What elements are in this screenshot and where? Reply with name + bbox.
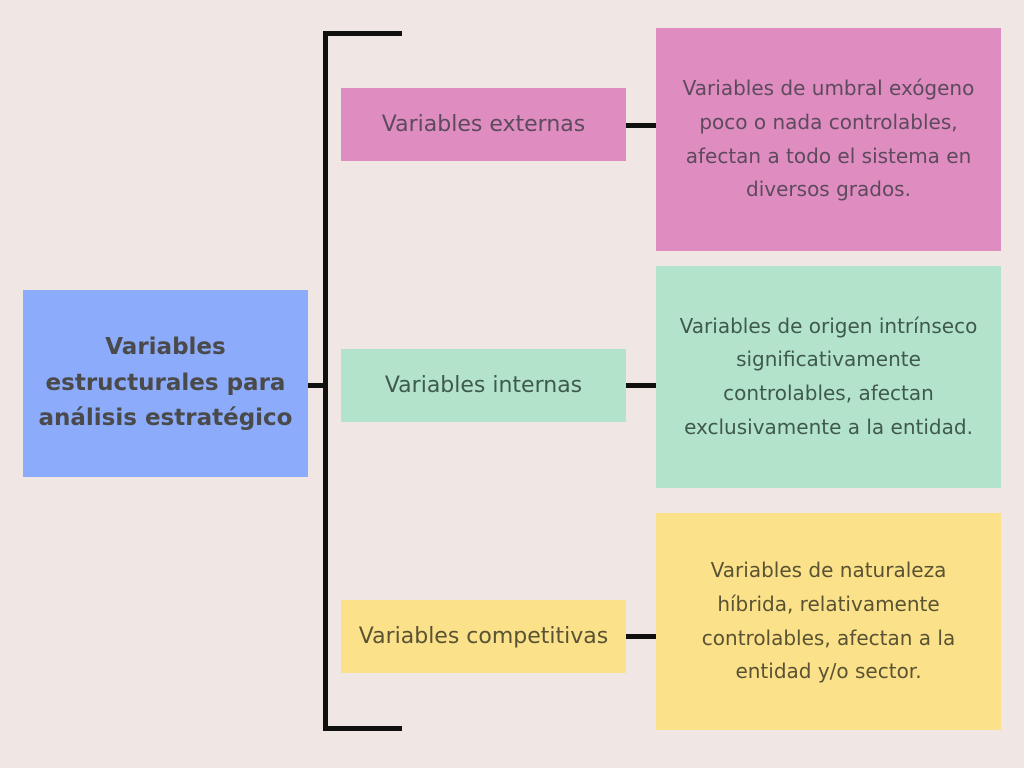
connector-branch-externas xyxy=(624,123,660,128)
branch-description-externas[interactable]: Variables de umbral exógeno poco o nada … xyxy=(656,28,1001,251)
branch-label-competitivas[interactable]: Variables competitivas xyxy=(341,600,626,673)
branch-label-competitivas-text: Variables competitivas xyxy=(358,623,609,649)
root-node[interactable]: Variables estructurales para análisis es… xyxy=(23,290,308,477)
branch-label-internas-text: Variables internas xyxy=(384,372,583,398)
branch-description-internas[interactable]: Variables de origen intrínseco significa… xyxy=(656,266,1001,488)
branch-label-externas-text: Variables externas xyxy=(381,111,586,137)
branch-description-externas-text: Variables de umbral exógeno poco o nada … xyxy=(682,76,975,202)
branch-label-externas[interactable]: Variables externas xyxy=(341,88,626,161)
branch-label-internas[interactable]: Variables internas xyxy=(341,349,626,422)
branch-description-internas-text: Variables de origen intrínseco significa… xyxy=(679,313,978,439)
connector-bottom-stub xyxy=(323,726,402,731)
connector-branch-competitivas xyxy=(624,634,660,639)
connector-top-stub xyxy=(323,31,402,36)
branch-description-competitivas[interactable]: Variables de naturaleza híbrida, relativ… xyxy=(656,513,1001,730)
connector-branch-internas xyxy=(624,383,660,388)
connector-root-to-trunk xyxy=(306,383,328,388)
root-node-label: Variables estructurales para análisis es… xyxy=(38,334,293,432)
branch-description-competitivas-text: Variables de naturaleza híbrida, relativ… xyxy=(701,558,956,684)
connector-vertical-trunk xyxy=(323,31,328,731)
